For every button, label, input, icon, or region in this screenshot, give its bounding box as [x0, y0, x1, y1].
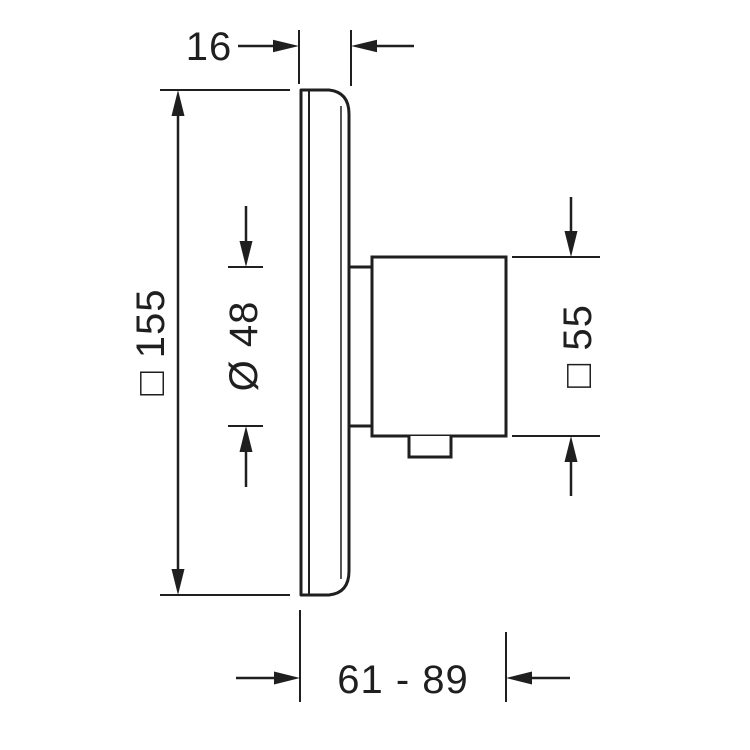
valve-sleeve: [349, 265, 372, 428]
dim-label-handle-size: □ 55: [556, 304, 600, 388]
dim-label-plate-size: □ 155: [129, 288, 173, 395]
arrow-head: [274, 671, 300, 685]
dim-installation-depth: 61 - 89: [236, 610, 570, 702]
arrow-head: [564, 231, 578, 257]
dim-plate-thickness: 16: [186, 25, 414, 86]
arrow-head: [239, 241, 253, 267]
arrow-head: [273, 39, 299, 53]
arrow-head: [506, 671, 532, 685]
handle-notch: [407, 436, 453, 459]
dim-label-plate-thickness: 16: [186, 25, 233, 69]
plate-outline: [299, 88, 351, 597]
dim-label-installation-depth: 61 - 89: [337, 658, 469, 702]
handle-knob: [370, 255, 508, 438]
arrow-head: [171, 90, 185, 116]
dim-label-sleeve-diameter: Ø 48: [222, 301, 266, 392]
arrow-head: [351, 39, 377, 53]
arrow-head: [564, 436, 578, 462]
dim-handle-size: □ 55: [512, 197, 600, 496]
arrow-head: [171, 569, 185, 595]
escutcheon-plate-side-view: [299, 88, 351, 597]
arrow-head: [239, 426, 253, 452]
dim-sleeve-diameter: Ø 48: [222, 206, 266, 487]
dim-plate-size: □ 155: [129, 89, 290, 596]
